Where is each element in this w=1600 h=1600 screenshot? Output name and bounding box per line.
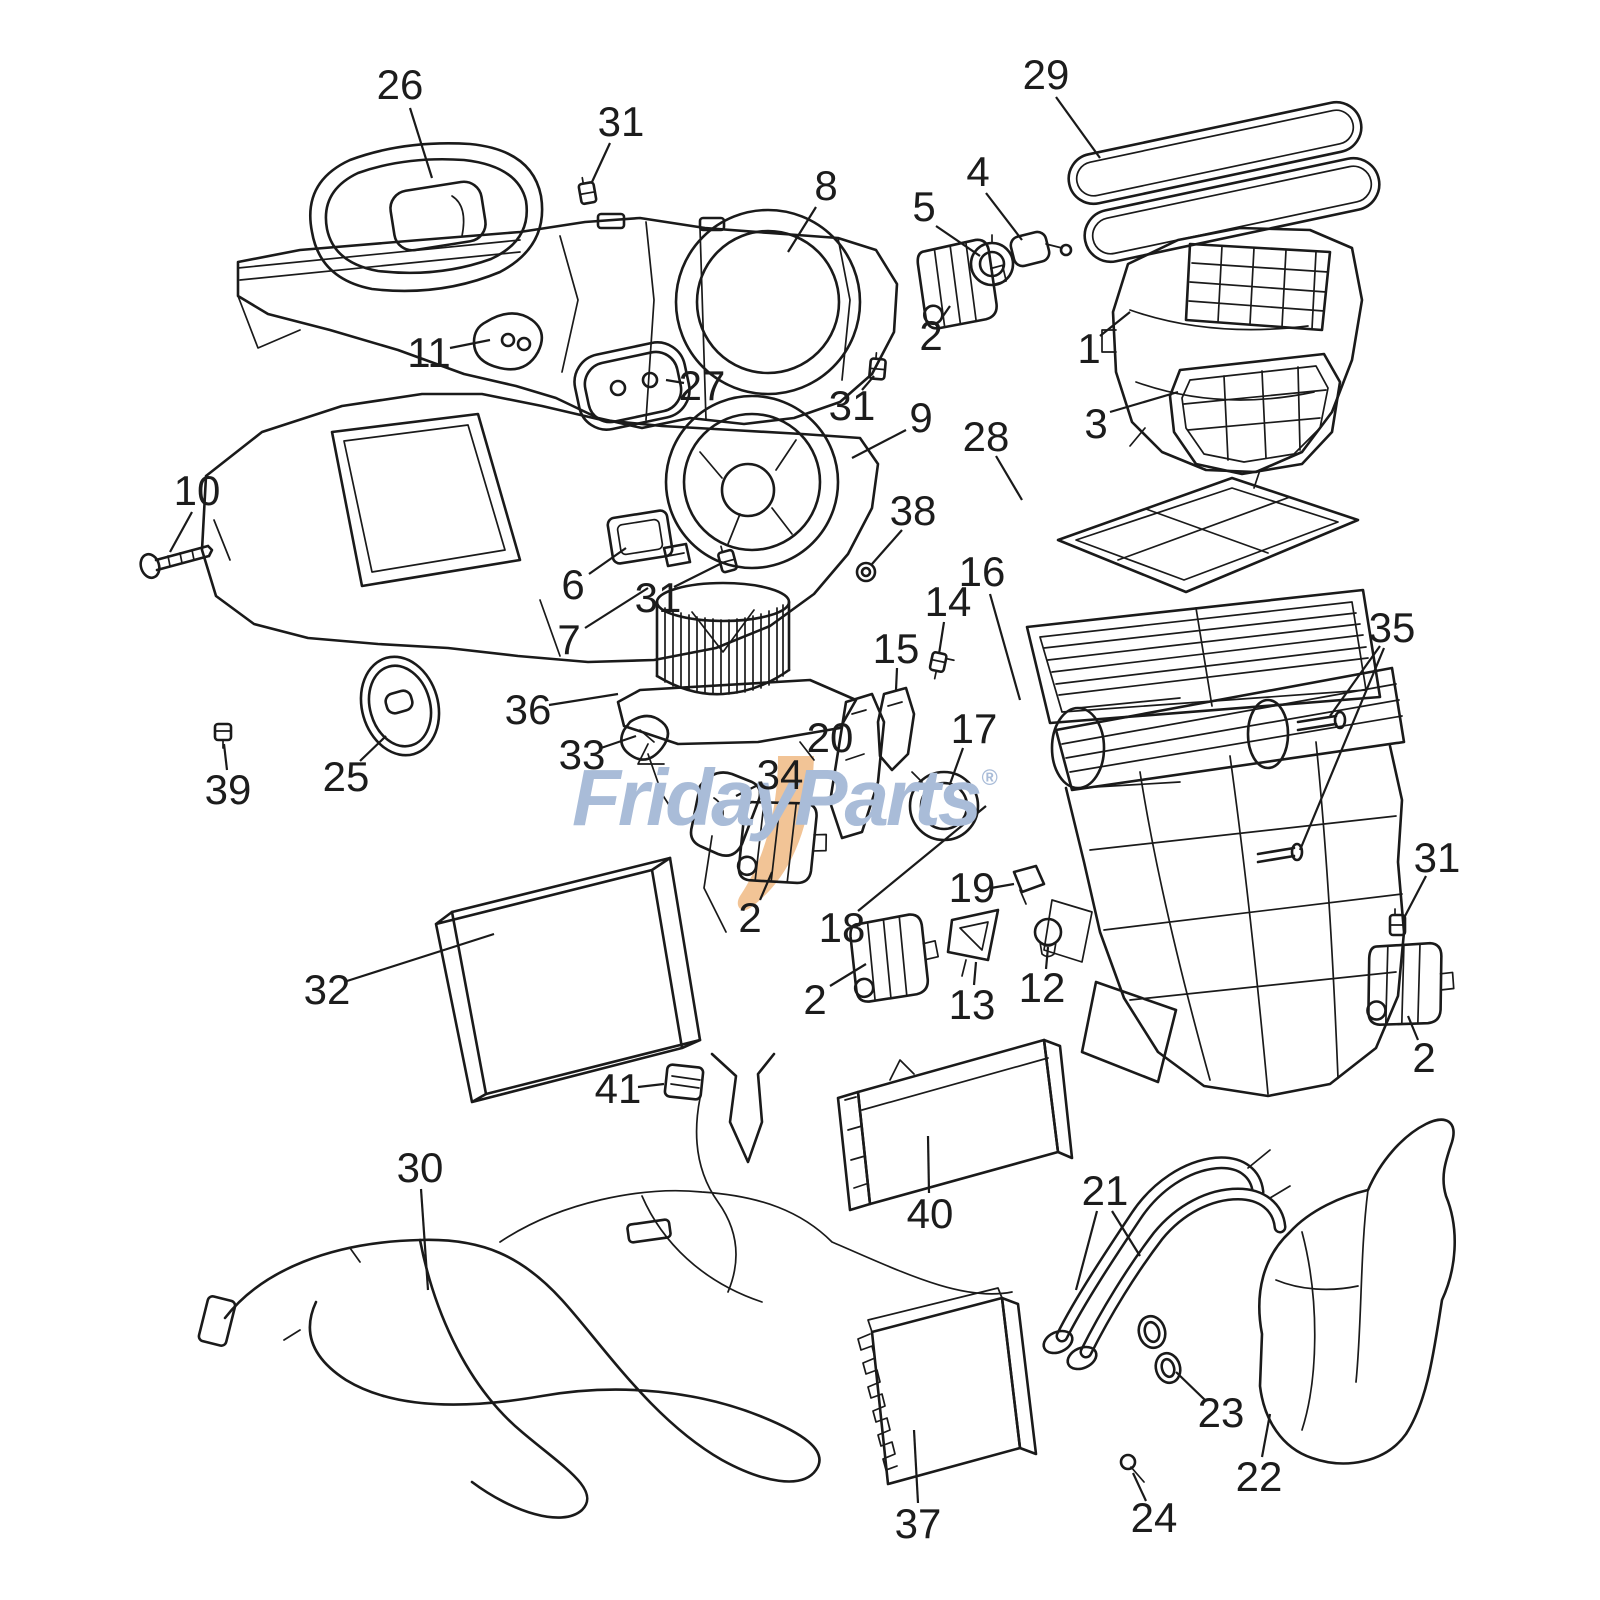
callout-label-30: 30 xyxy=(396,1144,444,1191)
callout-label-31: 31 xyxy=(634,574,682,621)
part-25-grommet-art xyxy=(359,655,441,757)
callout-label-38: 38 xyxy=(889,487,937,534)
callout-label-32: 32 xyxy=(303,966,351,1013)
part-6-resistor-art xyxy=(606,509,692,568)
callout-label-35: 35 xyxy=(1368,604,1416,651)
callout-label-3: 3 xyxy=(1084,400,1108,447)
part-19-bracket-art xyxy=(1012,864,1046,905)
callout-label-25: 25 xyxy=(322,753,370,800)
part-41-sensor-art xyxy=(663,1052,776,1293)
callout-label-34: 34 xyxy=(756,751,804,798)
callout-label-22: 22 xyxy=(1235,1453,1283,1500)
part-31-clip-art xyxy=(577,176,598,206)
part-32-evaporator-art xyxy=(434,856,702,1104)
callout-label-2: 2 xyxy=(1412,1034,1436,1081)
part-8-housing-art xyxy=(236,208,899,430)
callout-label-17: 17 xyxy=(950,705,998,752)
callout-label-14: 14 xyxy=(924,578,972,625)
part-2-actuator-art xyxy=(1366,941,1455,1026)
part-2-actuator-art xyxy=(849,913,940,1003)
callout-label-40: 40 xyxy=(906,1190,954,1237)
callout-label-33: 33 xyxy=(558,731,606,778)
callout-label-26: 26 xyxy=(376,61,424,108)
callout-label-15: 15 xyxy=(872,625,920,672)
callout-label-39: 39 xyxy=(204,766,252,813)
callout-label-5: 5 xyxy=(912,183,936,230)
callout-label-18: 18 xyxy=(818,904,866,951)
callout-label-6: 6 xyxy=(561,561,585,608)
part-37-evaporator-art xyxy=(857,1287,1038,1486)
part-36-blower-motor-art xyxy=(616,581,858,765)
callout-label-20: 20 xyxy=(806,714,854,761)
part-2-actuator-art xyxy=(736,800,828,885)
part-3-grille-art xyxy=(1168,352,1342,476)
callout-label-31: 31 xyxy=(828,382,876,429)
callout-label-2: 2 xyxy=(738,894,762,941)
callout-label-19: 19 xyxy=(948,864,996,911)
callout-label-12: 12 xyxy=(1018,964,1066,1011)
callout-label-41: 41 xyxy=(594,1065,642,1112)
part-13-bracket-art xyxy=(946,908,1000,977)
part-38-nut-art xyxy=(855,561,877,583)
part-31-clip-art xyxy=(868,351,887,381)
part-23-orings-art xyxy=(1137,1314,1182,1385)
callout-label-21: 21 xyxy=(1081,1167,1129,1214)
part-26-seal-art xyxy=(309,142,544,293)
callout-label-36: 36 xyxy=(504,686,552,733)
part-30-harness-art xyxy=(197,1189,1013,1519)
part-4-motor-art xyxy=(1009,230,1073,268)
callout-label-31: 31 xyxy=(597,98,645,145)
callout-label-24: 24 xyxy=(1130,1494,1178,1541)
part-40-heater-core-art xyxy=(836,1038,1074,1212)
part-12-plug-art xyxy=(1033,917,1063,958)
callout-label-8: 8 xyxy=(814,162,838,209)
part-9-case-art xyxy=(200,392,880,664)
callout-label-37: 37 xyxy=(894,1500,942,1547)
part-28-filter-frame-art xyxy=(1056,476,1360,594)
callout-label-1: 1 xyxy=(1077,325,1101,372)
callout-label-10: 10 xyxy=(173,467,221,514)
callout-label-23: 23 xyxy=(1197,1389,1245,1436)
callout-label-16: 16 xyxy=(958,548,1006,595)
callout-label-29: 29 xyxy=(1022,51,1070,98)
callout-label-9: 9 xyxy=(909,394,933,441)
callout-label-11: 11 xyxy=(407,329,451,376)
callout-label-28: 28 xyxy=(962,413,1010,460)
watermark-registered-icon: ® xyxy=(981,765,998,790)
callout-label-13: 13 xyxy=(948,981,996,1028)
callout-label-2: 2 xyxy=(919,312,943,359)
callout-label-2: 2 xyxy=(803,976,827,1023)
part-22-duct-art xyxy=(1258,1118,1456,1465)
callout-label-7: 7 xyxy=(557,616,581,663)
part-31-clip-art xyxy=(1388,908,1407,937)
callout-label-4: 4 xyxy=(966,148,990,195)
callout-label-31: 31 xyxy=(1413,834,1461,881)
part-15-lever-art xyxy=(876,686,916,772)
callout-label-27: 27 xyxy=(678,362,726,409)
part-10-screw-art xyxy=(139,544,214,580)
